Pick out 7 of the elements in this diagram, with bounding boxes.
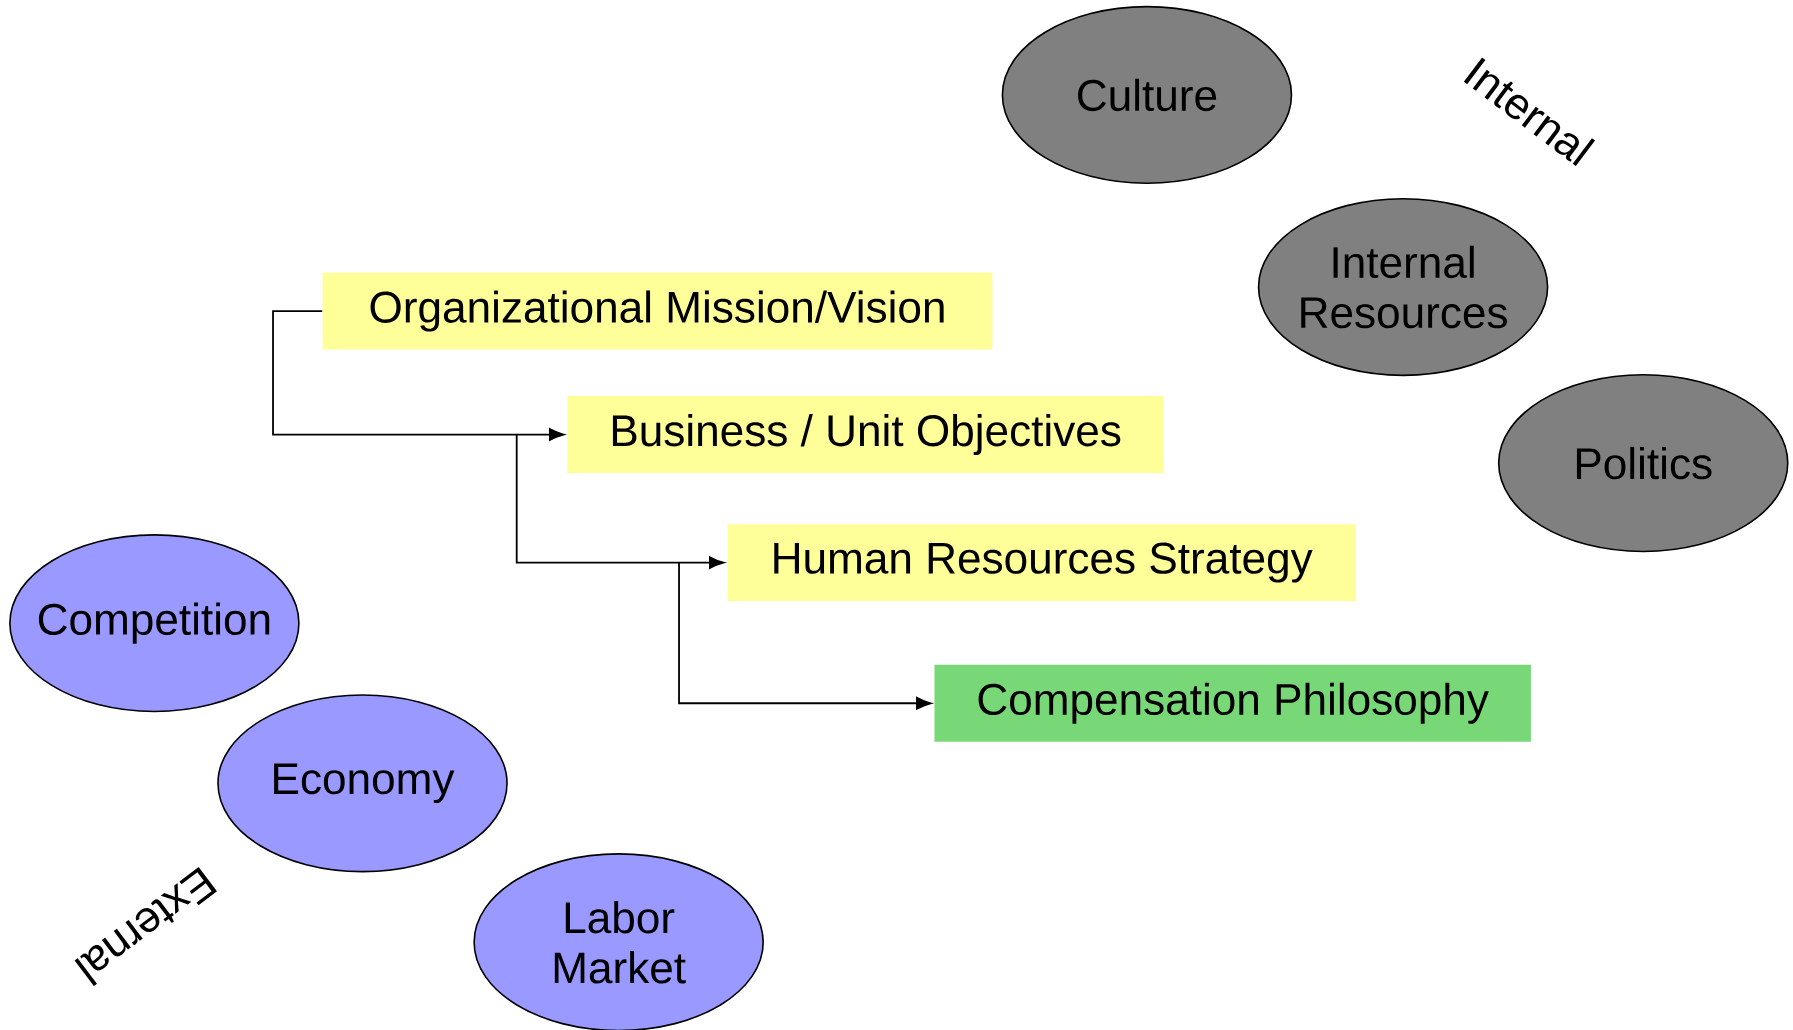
process-box: Organizational Mission/Vision [322,272,993,350]
process-box: Business / Unit Objectives [567,395,1164,473]
process-box: Human Resources Strategy [727,524,1356,601]
connector-arrow [678,561,932,710]
process-box: Compensation Philosophy [934,664,1531,742]
connector-arrow [515,433,725,569]
connector-arrow [272,310,565,441]
